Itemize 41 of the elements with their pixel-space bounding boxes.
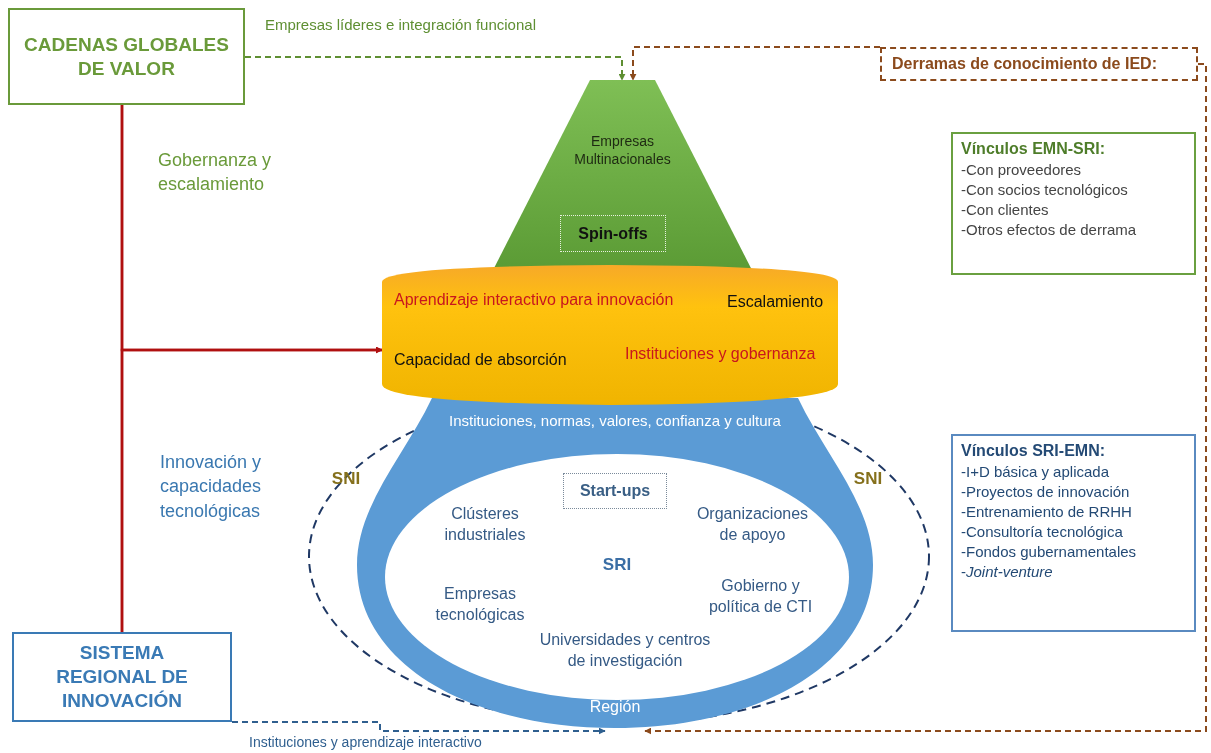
- tag-box: Spin-offs: [560, 215, 666, 252]
- list-item: -Consultoría tecnológica: [961, 523, 1124, 540]
- dashed-arrow: [244, 56, 626, 81]
- list-item: -Joint-venture: [961, 563, 1054, 580]
- list-item: -Entrenamiento de RRHH: [961, 503, 1133, 520]
- shape-text: SNI: [852, 468, 884, 490]
- shape-text: Escalamiento: [727, 292, 825, 312]
- dashed-arrow: [644, 63, 1207, 735]
- list-heading: Vínculos SRI-EMN:: [961, 442, 1106, 460]
- side-label: Gobernanza y escalamiento: [158, 149, 273, 197]
- shape-text: SRI: [601, 554, 633, 576]
- shape-text: Capacidad de absorción: [394, 350, 568, 370]
- shape-text: Empresas tecnológicas: [434, 584, 526, 625]
- shape-text: SNI: [330, 468, 362, 490]
- side-label: Innovación y capacidades tecnológicas: [160, 451, 263, 523]
- shape-text: Empresas Multinacionales: [573, 132, 672, 169]
- connector-line: [120, 346, 383, 632]
- shape-text: Organizaciones de apoyo: [695, 504, 810, 545]
- dashed-arrow: [629, 46, 881, 81]
- list-box: [951, 434, 1196, 632]
- list-box: [951, 132, 1196, 275]
- title-box: CADENAS GLOBALES DE VALOR: [8, 8, 245, 105]
- list-item: -Con socios tecnológicos: [961, 181, 1129, 198]
- list-heading: Vínculos EMN-SRI:: [961, 140, 1106, 158]
- list-item: -I+D básica y aplicada: [961, 463, 1110, 480]
- shape-text: Instituciones, normas, valores, confianza y cultura: [448, 411, 782, 431]
- list-item: -Otros efectos de derrama: [961, 221, 1138, 238]
- shape-text: Aprendizaje interactivo para innovación: [394, 290, 675, 310]
- shape-text: Instituciones y gobernanza: [625, 344, 817, 364]
- shape-text: Gobierno y política de CTI: [707, 576, 814, 617]
- title-box: SISTEMA REGIONAL DE INNOVACIÓN: [12, 632, 232, 722]
- shape-text: Región: [588, 697, 642, 717]
- list-item: -Con clientes: [961, 201, 1050, 218]
- dashed-arrow: [231, 721, 606, 735]
- shape-text: Clústeres industriales: [443, 504, 527, 545]
- tag-box: Start-ups: [563, 473, 667, 509]
- list-item: -Proyectos de innovación: [961, 483, 1131, 500]
- shape-text: Universidades y centros de investigación: [538, 630, 712, 671]
- list-item: -Con proveedores: [961, 161, 1083, 178]
- note-box: Derramas de conocimiento de IED:: [880, 47, 1198, 81]
- list-item: -Fondos gubernamentales: [961, 543, 1138, 560]
